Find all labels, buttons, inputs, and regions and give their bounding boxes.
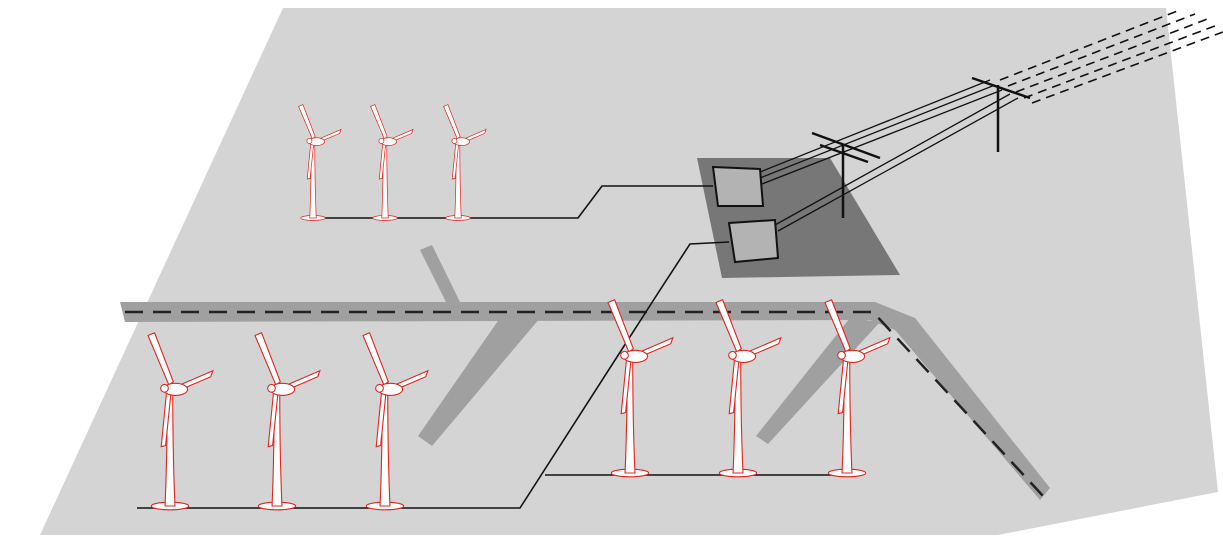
transformer-1 bbox=[711, 165, 765, 207]
transmission-tower-far bbox=[971, 76, 1031, 152]
transmission-lines bbox=[759, 79, 1019, 232]
transformer-2 bbox=[727, 218, 780, 264]
ground-plane bbox=[40, 8, 1218, 535]
transmission-tower-near bbox=[811, 131, 881, 218]
transmission-lines-dashed bbox=[999, 9, 1223, 104]
